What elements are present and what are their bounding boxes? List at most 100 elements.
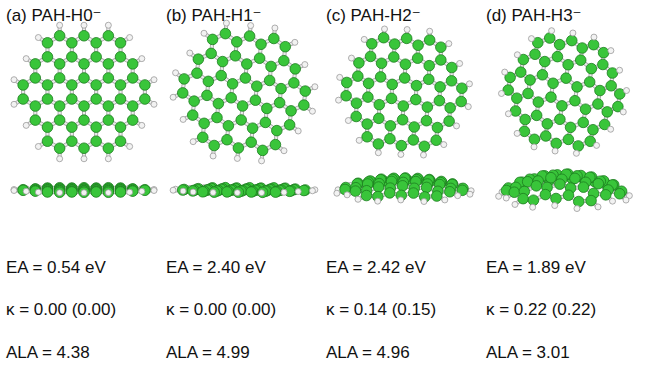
carbon-atom bbox=[42, 37, 53, 48]
carbon-atom bbox=[197, 132, 208, 143]
carbon-atom bbox=[457, 83, 468, 94]
carbon-atom bbox=[209, 187, 220, 198]
hydrogen-atom bbox=[496, 193, 502, 199]
hydrogen-atom bbox=[355, 196, 361, 202]
hydrogen-atom bbox=[11, 187, 17, 193]
carbon-atom bbox=[431, 135, 442, 146]
carbon-atom bbox=[602, 107, 613, 118]
carbon-atom bbox=[530, 49, 541, 60]
carbon-atom bbox=[91, 52, 102, 63]
carbon-atom bbox=[79, 59, 90, 70]
carbon-atom bbox=[30, 73, 41, 84]
carbon-atom bbox=[598, 59, 609, 70]
hydrogen-atom bbox=[35, 189, 41, 195]
carbon-atom bbox=[573, 141, 584, 152]
hydrogen-atom bbox=[446, 41, 452, 47]
carbon-atom bbox=[548, 78, 559, 89]
carbon-atom bbox=[54, 187, 65, 198]
hydrogen-atom bbox=[173, 70, 179, 76]
carbon-atom bbox=[378, 32, 389, 43]
hydrogen-atom bbox=[356, 137, 362, 143]
carbon-atom bbox=[565, 122, 576, 133]
carbon-atom bbox=[375, 72, 386, 83]
carbon-atom bbox=[79, 73, 90, 84]
hydrogen-atom bbox=[295, 128, 301, 134]
carbon-atom bbox=[252, 81, 263, 92]
carbon-atom bbox=[544, 33, 555, 44]
hydrogen-atom bbox=[337, 74, 343, 80]
hydrogen-atom bbox=[201, 30, 207, 36]
carbon-atom bbox=[30, 186, 41, 197]
hydrogen-atom bbox=[570, 30, 576, 36]
hydrogen-atom bbox=[180, 116, 186, 122]
carbon-atom bbox=[127, 59, 138, 70]
hydrogen-atom bbox=[531, 144, 537, 150]
carbon-atom bbox=[354, 58, 365, 69]
carbon-atom bbox=[260, 117, 271, 128]
carbon-atom bbox=[384, 188, 395, 199]
carbon-atom bbox=[413, 40, 424, 51]
carbon-atom bbox=[572, 82, 583, 93]
carbon-atom bbox=[30, 185, 41, 196]
hydrogen-atom bbox=[502, 69, 508, 75]
hydrogen-atom bbox=[11, 77, 17, 83]
carbon-atom bbox=[362, 119, 373, 130]
carbon-atom bbox=[220, 28, 231, 39]
carbon-atom bbox=[244, 31, 255, 42]
carbon-atom bbox=[91, 136, 102, 147]
hydrogen-atom bbox=[309, 108, 315, 114]
carbon-atom bbox=[412, 53, 423, 64]
carbon-atom bbox=[409, 122, 420, 133]
carbon-atom bbox=[523, 88, 534, 99]
side-view bbox=[11, 182, 157, 197]
hydrogen-atom bbox=[23, 56, 29, 62]
carbon-atom bbox=[246, 137, 257, 148]
hydrogen-atom bbox=[127, 189, 133, 195]
carbon-atom bbox=[280, 41, 291, 52]
carbon-atom bbox=[213, 98, 224, 109]
carbon-atom bbox=[555, 114, 566, 125]
carbon-atom bbox=[400, 59, 411, 70]
carbon-atom bbox=[373, 139, 384, 150]
carbon-atom bbox=[593, 178, 604, 189]
carbon-atom bbox=[67, 136, 78, 147]
carbon-atom bbox=[79, 143, 90, 154]
hydrogen-atom bbox=[139, 188, 145, 194]
carbon-atom bbox=[432, 122, 443, 133]
carbon-atom bbox=[103, 187, 114, 198]
hydrogen-atom bbox=[259, 158, 265, 164]
side-view bbox=[334, 173, 474, 205]
carbon-atom bbox=[537, 69, 548, 80]
carbon-atom bbox=[250, 95, 261, 106]
carbon-atom bbox=[30, 115, 41, 126]
hydrogen-atom bbox=[514, 52, 520, 58]
carbon-atom bbox=[361, 190, 372, 201]
carbon-atom bbox=[217, 56, 228, 67]
hydrogen-atom bbox=[139, 122, 145, 128]
carbon-atom bbox=[30, 59, 41, 70]
carbon-atom bbox=[397, 181, 408, 192]
carbon-atom bbox=[127, 185, 138, 196]
carbon-atom bbox=[103, 59, 114, 70]
side-view bbox=[496, 169, 633, 212]
carbon-atom bbox=[614, 188, 625, 199]
carbon-atom bbox=[421, 115, 432, 126]
hydrogen-atom bbox=[105, 156, 111, 162]
carbon-atom bbox=[435, 82, 446, 93]
carbon-atom bbox=[446, 76, 457, 87]
carbon-atom bbox=[274, 97, 285, 108]
carbon-atom bbox=[222, 187, 233, 198]
hydrogen-atom bbox=[11, 187, 17, 193]
hydrogen-atom bbox=[151, 77, 157, 83]
carbon-atom bbox=[276, 83, 287, 94]
hydrogen-atom bbox=[420, 152, 426, 158]
carbon-atom bbox=[401, 33, 412, 44]
carbon-atom bbox=[54, 73, 65, 84]
hydrogen-atom bbox=[442, 197, 448, 203]
carbon-atom bbox=[103, 115, 114, 126]
top-view bbox=[11, 22, 157, 162]
hydrogen-atom bbox=[210, 153, 216, 159]
hydrogen-atom bbox=[457, 60, 463, 66]
carbon-atom bbox=[91, 80, 102, 91]
